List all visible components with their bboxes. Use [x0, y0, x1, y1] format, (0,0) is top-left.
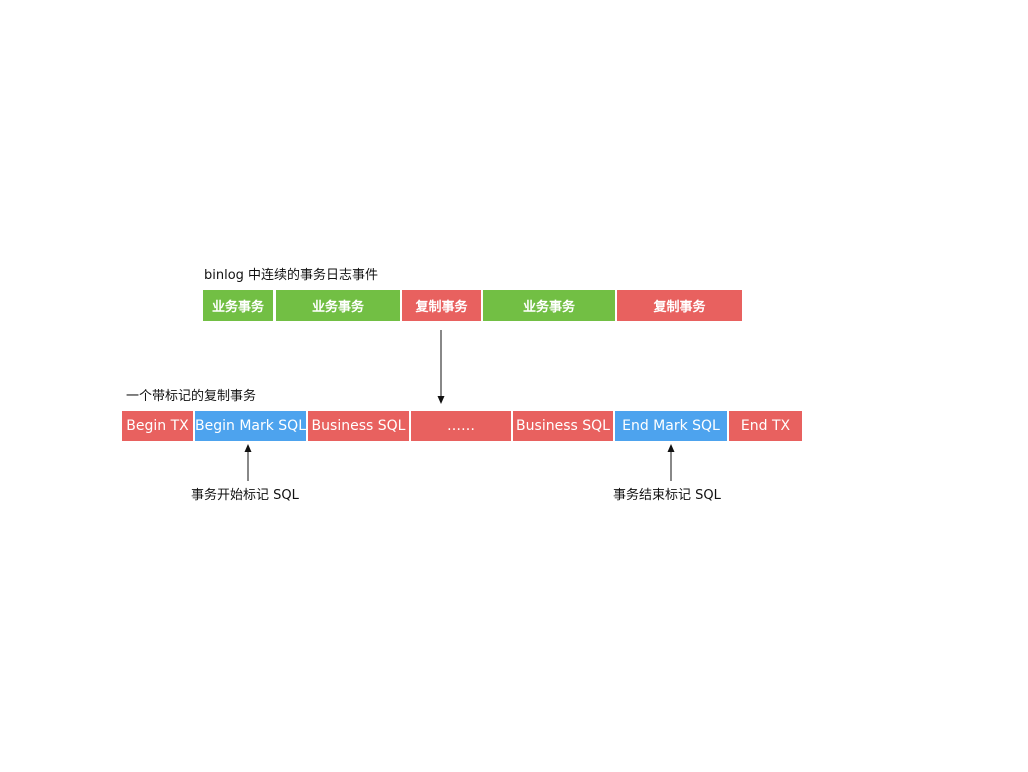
tx-cell-end-mark-sql: End Mark SQL — [615, 411, 727, 441]
expand-arrow-icon — [437, 330, 445, 404]
marked-replication-tx-row: Begin TX Begin Mark SQL Business SQL …… … — [122, 411, 802, 441]
binlog-cell-business-2: 业务事务 — [276, 290, 400, 321]
end-mark-annotation: 事务结束标记 SQL — [613, 488, 721, 503]
binlog-row-title: binlog 中连续的事务日志事件 — [204, 268, 379, 283]
tx-cell-ellipsis: …… — [411, 411, 511, 441]
binlog-cell-replication-1: 复制事务 — [402, 290, 481, 321]
binlog-event-row: 业务事务 业务事务 复制事务 业务事务 复制事务 — [203, 290, 742, 321]
begin-mark-arrow-icon — [244, 444, 252, 481]
binlog-cell-business-3: 业务事务 — [483, 290, 615, 321]
tx-cell-business-sql-1: Business SQL — [308, 411, 409, 441]
tx-cell-end-tx: End TX — [729, 411, 802, 441]
tx-cell-business-sql-2: Business SQL — [513, 411, 613, 441]
binlog-cell-business-1: 业务事务 — [203, 290, 273, 321]
tx-row-title: 一个带标记的复制事务 — [126, 389, 257, 404]
end-mark-arrow-icon — [667, 444, 675, 481]
binlog-cell-replication-2: 复制事务 — [617, 290, 742, 321]
begin-mark-annotation: 事务开始标记 SQL — [191, 488, 299, 503]
tx-cell-begin-mark-sql: Begin Mark SQL — [195, 411, 306, 441]
tx-cell-begin-tx: Begin TX — [122, 411, 193, 441]
